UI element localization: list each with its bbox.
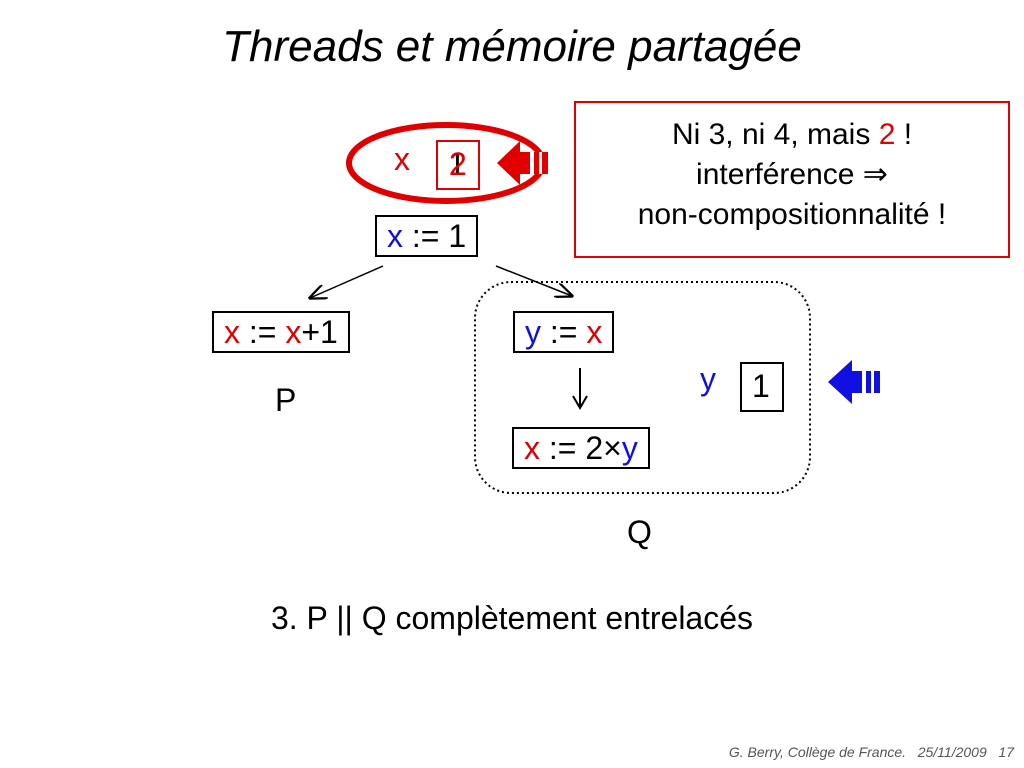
- q-container: [474, 281, 811, 494]
- arrow-left-blue-icon: [828, 360, 880, 404]
- note-line-2: interférence ⇒: [696, 158, 888, 191]
- edge-root-to-q: [495, 265, 572, 296]
- footer-date: 25/11/2009: [917, 744, 987, 760]
- memory-x-label: x: [394, 141, 410, 177]
- memory-x-new-value: 2: [449, 146, 467, 182]
- p-label: P: [275, 382, 297, 418]
- note-line-3: non-compositionnalité !: [637, 198, 947, 231]
- annotation-box: Ni 3, ni 4, mais 2 ! interférence ⇒ non-…: [574, 101, 1010, 258]
- root-statement: x := 1: [375, 215, 479, 257]
- memory-y-value: 1: [752, 368, 770, 404]
- memory-x-old-value: 1: [448, 146, 466, 182]
- footer-page: 17: [998, 744, 1014, 760]
- note-value: 2: [878, 118, 896, 151]
- page-title: Threads et mémoire partagée: [222, 22, 802, 71]
- down-arrow-icon: [572, 368, 588, 410]
- edge-root-to-p: [310, 265, 384, 298]
- footer: G. Berry, Collège de France. 25/11/2009 …: [729, 744, 1014, 760]
- memory-x-cell: 1 2: [436, 140, 480, 190]
- note-line-1: Ni 3, ni 4, mais 2 !: [671, 118, 913, 151]
- memory-y-cell: 1: [740, 362, 784, 412]
- p-statement: x := x+1: [212, 311, 350, 353]
- arrow-left-red-icon: [497, 141, 548, 185]
- q-label: Q: [627, 514, 652, 550]
- q-statement-1: y := x: [513, 311, 615, 353]
- footer-author: G. Berry, Collège de France.: [728, 744, 907, 760]
- memory-y-label: y: [700, 361, 716, 397]
- slide-caption: 3. P || Q complètement entrelacés: [270, 600, 754, 636]
- q-statement-2: x := 2×y: [512, 427, 650, 469]
